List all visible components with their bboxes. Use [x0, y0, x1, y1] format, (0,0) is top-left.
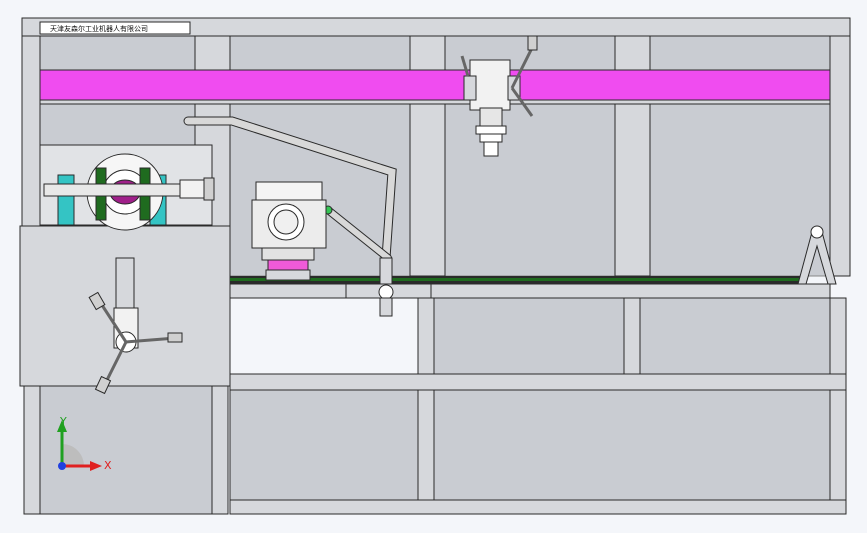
frame-left-post — [21, 35, 41, 227]
triad-y-label: Y — [59, 415, 67, 428]
v-bracket — [797, 225, 837, 285]
coordinate-triad: Y X — [57, 415, 112, 472]
articulated-arm — [183, 116, 397, 317]
table-leg-1 — [417, 297, 435, 515]
table-leg-3 — [829, 297, 847, 515]
lower-table — [229, 283, 847, 515]
table-leg-2 — [623, 297, 641, 375]
top-spindle — [460, 35, 538, 157]
title-block: 天津友森尔工业机器人有限公司 — [39, 21, 191, 35]
triad-origin-arc — [62, 444, 84, 466]
company-name: 天津友森尔工业机器人有限公司 — [50, 24, 148, 33]
triad-x-label: X — [104, 459, 112, 472]
table-crossbar — [229, 373, 847, 391]
cabinet-leg-left — [23, 385, 41, 515]
triad-z-icon — [58, 462, 66, 470]
gripper-head — [251, 181, 327, 281]
frame-right-post — [829, 35, 851, 277]
frame-mid-bar — [39, 99, 831, 105]
table-bottom-bar — [229, 499, 847, 515]
spindle-assembly — [39, 144, 215, 231]
cabinet-leg-right — [211, 385, 229, 515]
table-top — [229, 283, 831, 299]
cabinet-handwheel — [88, 257, 183, 395]
gantry-beam — [39, 69, 831, 101]
